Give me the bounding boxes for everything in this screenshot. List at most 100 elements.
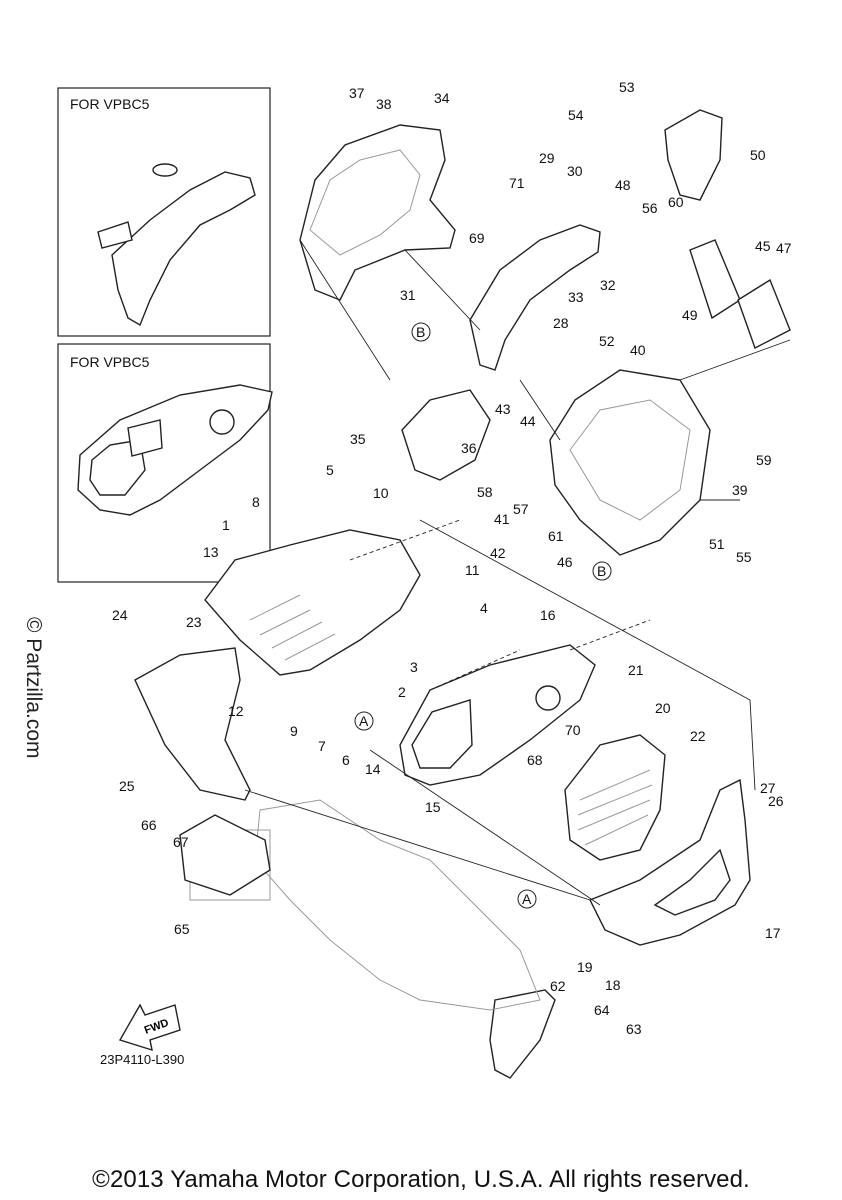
fwd-arrow-icon xyxy=(118,1003,181,1052)
callout-23: 23 xyxy=(186,614,202,630)
plate-47 xyxy=(737,278,791,349)
callout-2: 2 xyxy=(398,684,406,700)
assembly-lines xyxy=(244,239,791,906)
callout-59: 59 xyxy=(756,452,772,468)
callout-32: 32 xyxy=(600,277,616,293)
meter-bracket-50 xyxy=(664,109,723,201)
callout-26: 26 xyxy=(768,793,784,809)
callout-22: 22 xyxy=(690,728,706,744)
callout-65: 65 xyxy=(174,921,190,937)
upper-cowl-34-inner xyxy=(309,149,421,256)
watermark: © Partzilla.com xyxy=(22,617,45,759)
grille-20 xyxy=(564,734,666,861)
callout-36: 36 xyxy=(461,440,477,456)
inset-frame-bottom xyxy=(57,343,271,583)
callout-39: 39 xyxy=(732,482,748,498)
reference-mark-a-1: A xyxy=(354,711,374,731)
dashed-lines xyxy=(349,519,651,691)
callout-64: 64 xyxy=(594,1002,610,1018)
svg-text:B: B xyxy=(416,324,425,340)
callout-48: 48 xyxy=(615,177,631,193)
callout-60: 60 xyxy=(668,194,684,210)
inset-frame-top xyxy=(57,87,271,337)
callout-19: 19 xyxy=(577,959,593,975)
callout-14: 14 xyxy=(365,761,381,777)
callout-68: 68 xyxy=(527,752,543,768)
callout-71: 71 xyxy=(509,175,525,191)
bracket-39-inner xyxy=(569,399,691,521)
callout-37: 37 xyxy=(349,85,365,101)
callout-34: 34 xyxy=(434,90,450,106)
callout-38: 38 xyxy=(376,96,392,112)
inset-label-bottom: FOR VPBC5 xyxy=(70,354,150,370)
callout-45: 45 xyxy=(755,238,771,254)
front-cover-17 xyxy=(589,778,751,946)
copyright-notice: ©2013 Yamaha Motor Corporation, U.S.A. A… xyxy=(92,1166,750,1193)
callout-17: 17 xyxy=(765,925,781,941)
callout-35: 35 xyxy=(350,431,366,447)
callout-41: 41 xyxy=(494,511,510,527)
callout-20: 20 xyxy=(655,700,671,716)
front-cover-17-opening xyxy=(653,848,731,916)
callout-57: 57 xyxy=(513,501,529,517)
diagram-code: 23P4110-L390 xyxy=(100,1052,185,1067)
callout-43: 43 xyxy=(495,401,511,417)
callout-49: 49 xyxy=(682,307,698,323)
callout-25: 25 xyxy=(119,778,135,794)
callout-51: 51 xyxy=(709,536,725,552)
callout-11: 11 xyxy=(465,562,480,578)
callout-16: 16 xyxy=(540,607,556,623)
left-panel-23 xyxy=(134,647,251,801)
callout-12: 12 xyxy=(228,703,244,719)
inner-panel-1 xyxy=(204,529,421,676)
svg-text:B: B xyxy=(597,563,606,579)
callout-5: 5 xyxy=(326,462,334,478)
callout-69: 69 xyxy=(469,230,485,246)
panel-35 xyxy=(401,389,491,481)
svg-text:A: A xyxy=(522,891,532,907)
callout-63: 63 xyxy=(626,1021,642,1037)
callout-42: 42 xyxy=(490,545,506,561)
grille-20-slats xyxy=(577,769,653,846)
callout-labels: 1 2 3 4 5 6 7 8 9 10 11 12 13 14 15 16 1… xyxy=(112,79,792,1037)
callout-33: 33 xyxy=(568,289,584,305)
callout-67: 67 xyxy=(173,834,189,850)
bracket-assembly-39 xyxy=(549,369,711,556)
reference-mark-b-1: B xyxy=(411,322,431,342)
emblem-70 xyxy=(535,685,561,711)
callout-29: 29 xyxy=(539,150,555,166)
inset-label-top: FOR VPBC5 xyxy=(70,96,150,112)
callout-27: 27 xyxy=(760,780,776,796)
callout-4: 4 xyxy=(480,600,488,616)
cover-14-window xyxy=(411,699,473,769)
callout-54: 54 xyxy=(568,107,584,123)
callout-1: 1 xyxy=(222,517,230,533)
callout-53: 53 xyxy=(619,79,635,95)
callout-56: 56 xyxy=(642,200,658,216)
callout-50: 50 xyxy=(750,147,766,163)
callout-61: 61 xyxy=(548,528,564,544)
callout-70: 70 xyxy=(565,722,581,738)
reference-mark-a-2: A xyxy=(517,889,537,909)
callout-15: 15 xyxy=(425,799,441,815)
callout-55: 55 xyxy=(736,549,752,565)
callout-8: 8 xyxy=(252,494,260,510)
callout-58: 58 xyxy=(477,484,493,500)
callout-44: 44 xyxy=(520,413,536,429)
callout-24: 24 xyxy=(112,607,128,623)
inner-panel-1-ribs xyxy=(249,594,336,661)
callout-3: 3 xyxy=(410,659,418,675)
callout-30: 30 xyxy=(567,163,583,179)
reference-mark-b-2: B xyxy=(592,561,612,581)
callout-40: 40 xyxy=(630,342,646,358)
callout-13: 13 xyxy=(203,544,219,560)
callout-28: 28 xyxy=(553,315,569,331)
svg-text:A: A xyxy=(359,713,369,729)
callout-52: 52 xyxy=(599,333,615,349)
callout-18: 18 xyxy=(605,977,621,993)
inset-sticker-69 xyxy=(97,221,133,249)
upper-cowl-34 xyxy=(299,124,456,301)
guard-62 xyxy=(489,989,556,1079)
callout-9: 9 xyxy=(290,723,298,739)
callout-21: 21 xyxy=(628,662,644,678)
